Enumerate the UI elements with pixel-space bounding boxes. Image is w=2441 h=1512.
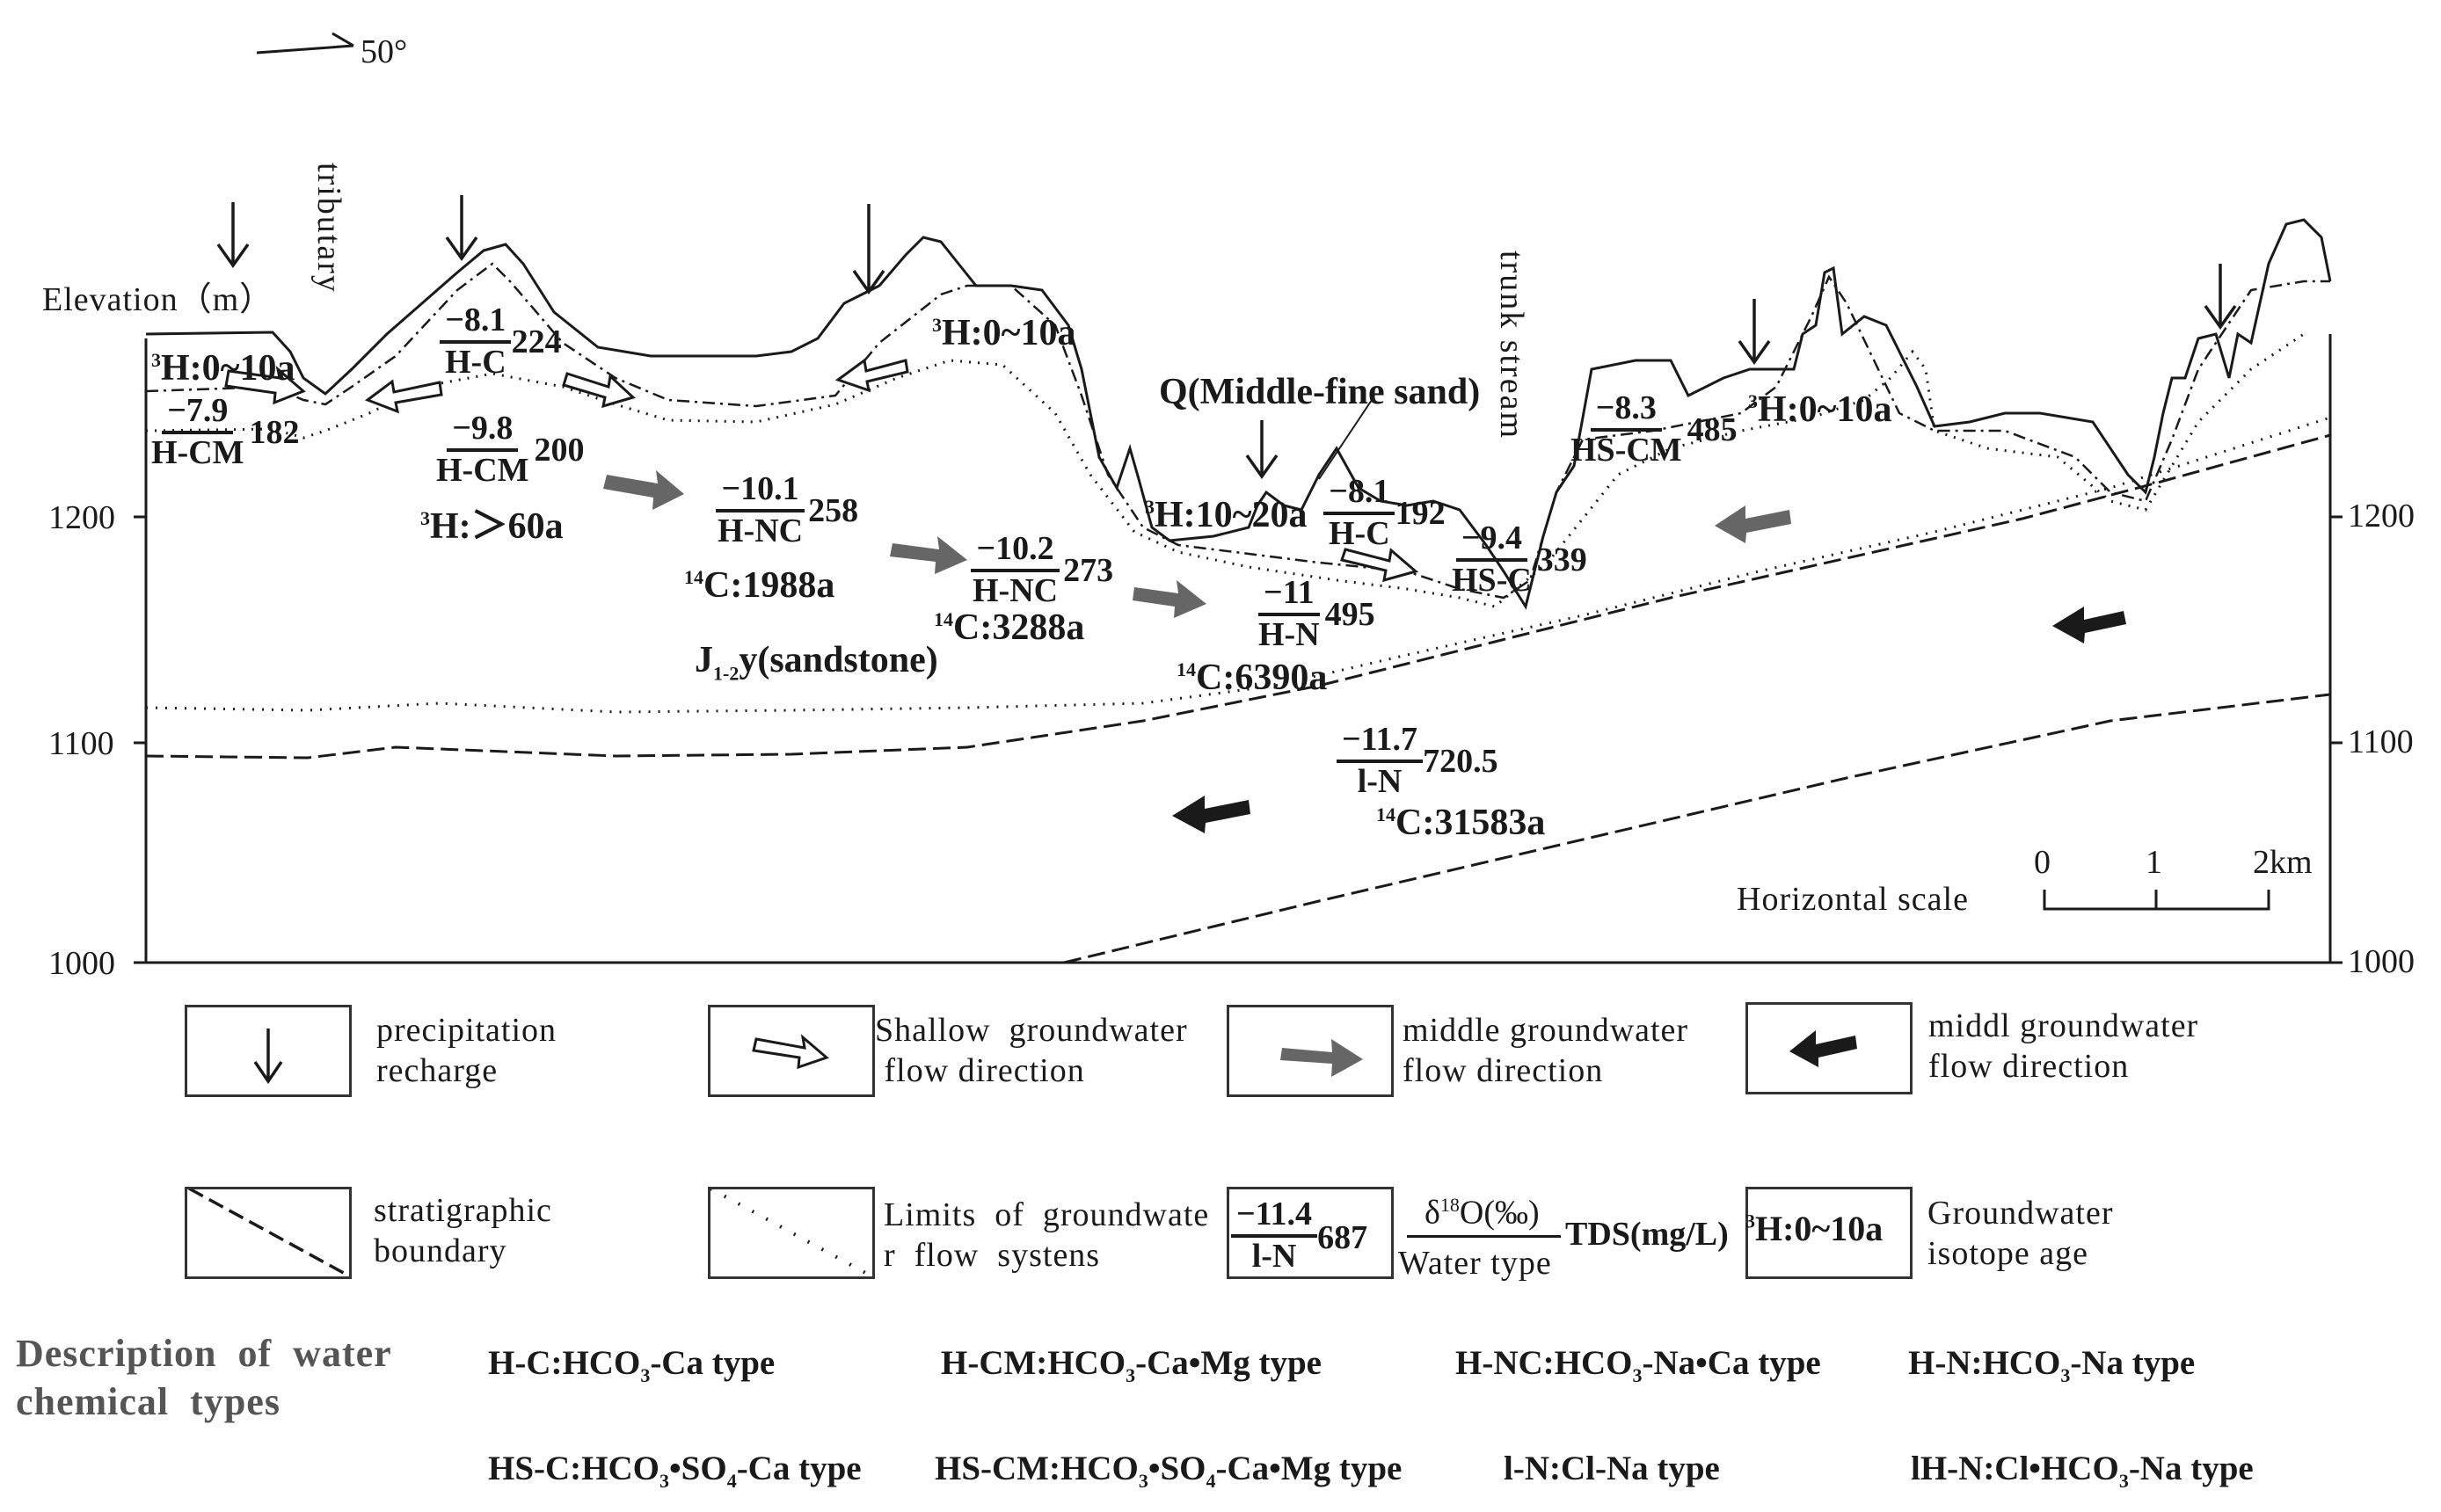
legend-box-middle — [1227, 1005, 1394, 1097]
legend-strat-icon — [188, 1187, 351, 1278]
legend-key-divider — [1407, 1235, 1561, 1238]
chem-item: l-N:Cl-Na type — [1504, 1450, 1720, 1487]
chem-item: HS-C:HCO3•SO4-Ca type — [488, 1450, 862, 1492]
legend-box-precipitation — [185, 1005, 352, 1097]
legend-middle-icon — [1280, 1039, 1363, 1077]
legend-shallow-text: Shallow groundwater flow direction — [875, 1012, 1188, 1089]
age-label: 3H:0~10a — [932, 313, 1076, 353]
stratigraphic-boundary-upper — [145, 433, 2331, 760]
chem-item: H-NC:HCO3-Na•Ca type — [1455, 1344, 1821, 1386]
trunk-stream-label: trunk stream — [1493, 251, 1530, 440]
age-label: 3H:0~10a — [151, 348, 295, 389]
age-label: 14C:31583a — [1376, 803, 1546, 843]
q-layer-leader — [1318, 399, 1373, 480]
middle-flow-limit — [145, 416, 2331, 714]
chem-item: H-CM:HCO3-Ca•Mg type — [941, 1344, 1322, 1386]
scale-1: 1 — [2146, 844, 2162, 881]
legend-key-o18: δ18O(‰) — [1425, 1194, 1540, 1232]
axis-title: Elevation（m） — [42, 281, 274, 318]
orientation-label: 50° — [361, 33, 408, 70]
tick-1200: 1200 — [48, 499, 115, 536]
legend-middl-text: middl groundwater flow direction — [1928, 1007, 2199, 1085]
legend-box-shallow — [708, 1005, 875, 1097]
chem-item: H-C:HCO3-Ca type — [488, 1344, 776, 1386]
terrain-surface — [145, 218, 2332, 610]
legend-age-example: 3H:0~10a — [1745, 1209, 1884, 1248]
tick-right-1000: 1000 — [2348, 943, 2415, 980]
legend-shallow-icon — [752, 1034, 829, 1070]
legend-precip-icon — [253, 1029, 283, 1085]
legend-box-middl — [1745, 1002, 1913, 1094]
tick-right-1200: 1200 — [2348, 498, 2415, 534]
age-label: 14C:6390a — [1177, 658, 1328, 698]
water-table — [145, 262, 2330, 600]
age-label: 14C:1988a — [684, 565, 835, 606]
legend-box-sample — [1227, 1187, 1394, 1279]
age-label: 3H:10~20a — [1145, 495, 1308, 535]
axis-ticks — [134, 515, 2343, 964]
shallow-flow-limit — [145, 332, 2305, 608]
precipitation-arrows — [216, 195, 2237, 480]
chem-item: HS-CM:HCO3•SO4-Ca•Mg type — [935, 1450, 1403, 1492]
deep-flow-arrows — [1172, 607, 2126, 833]
q-layer-label: Q(Middle-fine sand) — [1159, 372, 1481, 412]
scale-2km: 2km — [2253, 844, 2313, 881]
scale-label: Horizontal scale — [1737, 881, 1969, 918]
scale-0: 0 — [2034, 844, 2051, 881]
tick-1000: 1000 — [48, 945, 115, 982]
age-label: 3H:＞60a — [420, 506, 564, 547]
legend-strat-text: stratigraphic boundary — [374, 1192, 552, 1269]
chem-title: Description of water chemical types — [16, 1332, 392, 1423]
legend-box-age — [1745, 1187, 1913, 1279]
legend-key-tds: TDS(mg/L) — [1565, 1216, 1729, 1253]
legend-middle-text: middle groundwater flow direction — [1403, 1012, 1689, 1089]
tick-1100: 1100 — [48, 725, 114, 762]
stratigraphic-boundary-lower — [1063, 693, 2331, 964]
scale-bar — [2043, 890, 2270, 911]
legend-icons — [188, 1029, 1857, 1278]
j-layer-label: J1-2y(sandstone) — [695, 640, 938, 685]
legend-middl-icon — [1789, 1030, 1857, 1067]
tributary-label: tributary — [310, 163, 347, 294]
legend-limits-text: Limits of groundwate r flow systens — [884, 1196, 1210, 1274]
shallow-flow-arrows — [224, 358, 1419, 583]
legend-box-limits — [708, 1187, 875, 1279]
orientation-arrow — [256, 32, 354, 55]
legend-key-type: Water type — [1398, 1245, 1552, 1282]
legend-age-text: Groundwater isotope age — [1927, 1195, 2114, 1272]
middle-flow-arrows — [603, 470, 1791, 618]
age-label: 14C:3288a — [934, 607, 1085, 648]
legend-precipitation-text: precipitation recharge — [376, 1012, 557, 1089]
age-label: 3H:0~10a — [1748, 389, 1892, 430]
chem-item: lH-N:Cl•HCO3-Na type — [1911, 1450, 2254, 1492]
tick-right-1100: 1100 — [2348, 723, 2414, 760]
legend-box-strat — [185, 1187, 352, 1279]
chem-item: H-N:HCO3-Na type — [1908, 1344, 2196, 1386]
